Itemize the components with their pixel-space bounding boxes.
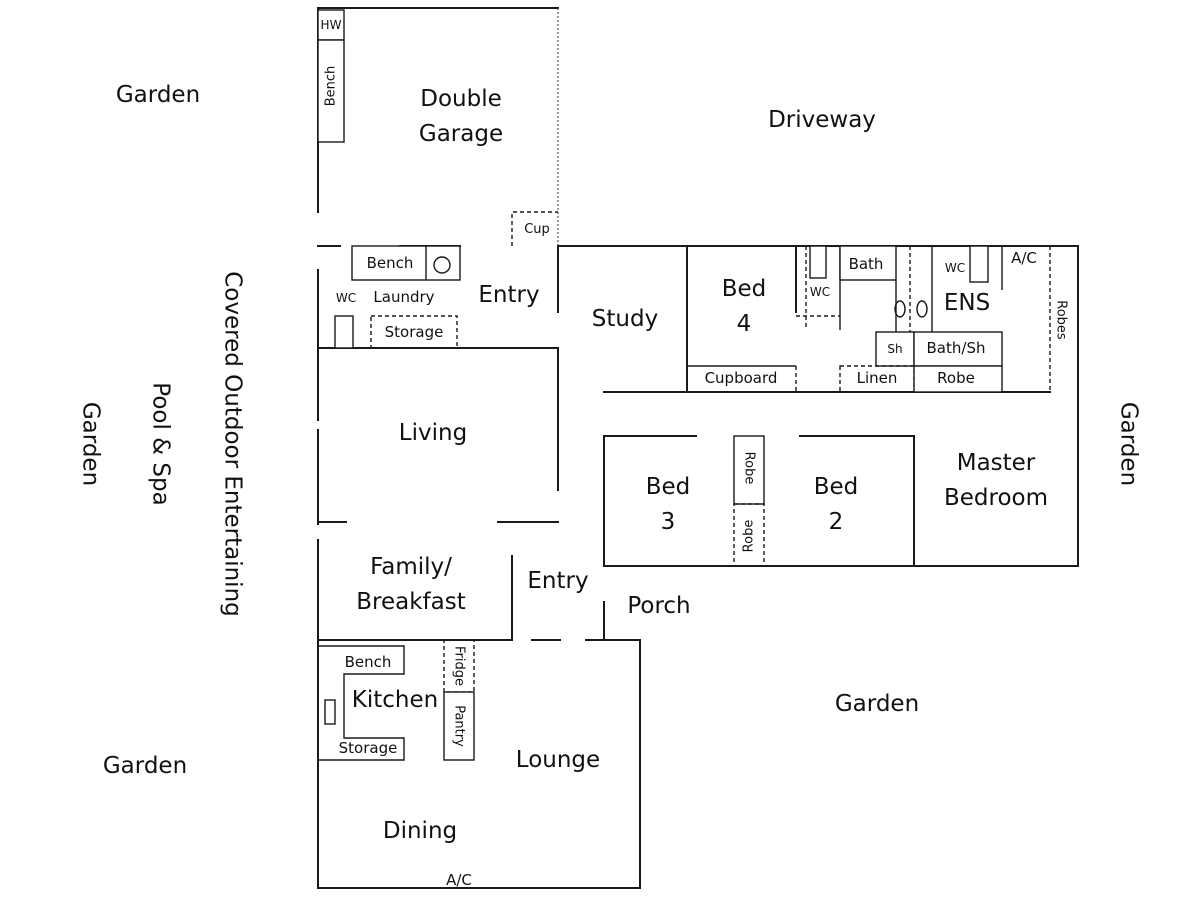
ensuite-toilet-icon bbox=[969, 245, 989, 283]
pantry-label: Pantry bbox=[452, 705, 467, 747]
lounge-label: Lounge bbox=[516, 747, 600, 773]
bed2-label-1: Bed bbox=[814, 474, 859, 500]
cupboard-label: Cup bbox=[524, 222, 550, 237]
pool-spa-label: Pool & Spa bbox=[148, 382, 174, 505]
bath-shower-label: Bath/Sh bbox=[927, 339, 986, 357]
entry-top-label: Entry bbox=[478, 282, 539, 308]
pantry bbox=[443, 691, 475, 761]
shower-label: Sh bbox=[887, 342, 902, 356]
kitchen-label: Kitchen bbox=[352, 687, 438, 713]
garden-right-label: Garden bbox=[1116, 402, 1142, 486]
dining-label: Dining bbox=[383, 818, 457, 844]
kitchen-storage-label: Storage bbox=[339, 739, 398, 757]
bath-label: Bath bbox=[849, 255, 884, 273]
master-bedroom-label-2: Bedroom bbox=[944, 485, 1048, 511]
garage-bench bbox=[317, 39, 345, 143]
entry-bottom-label: Entry bbox=[527, 568, 588, 594]
ensuite-label: ENS bbox=[944, 290, 990, 316]
shower bbox=[875, 331, 915, 367]
wc-mid-label: WC bbox=[810, 285, 830, 299]
ac-bottom-label: A/C bbox=[446, 871, 472, 889]
bathtub bbox=[839, 245, 897, 281]
kitchen-bench-outline bbox=[318, 645, 405, 761]
ensuite-wc-label: WC bbox=[945, 261, 965, 275]
labels: Garden Double Garage HW Bench Cup Drivew… bbox=[78, 18, 1142, 889]
family-label-2: Breakfast bbox=[356, 589, 466, 615]
basin-icon-2 bbox=[916, 300, 928, 318]
fridge-label: Fridge bbox=[452, 646, 467, 686]
laundry-toilet-icon bbox=[334, 315, 354, 349]
living-label: Living bbox=[399, 420, 467, 446]
covered-outdoor-label: Covered Outdoor Entertaining bbox=[220, 271, 246, 617]
garden-bottom-left-label: Garden bbox=[103, 753, 187, 779]
laundry-wc-label: WC bbox=[336, 291, 356, 305]
linen-label: Linen bbox=[857, 369, 898, 387]
bed3-label-1: Bed bbox=[646, 474, 691, 500]
laundry-tub-icon bbox=[433, 256, 451, 274]
hot-water-unit bbox=[317, 9, 345, 41]
ac-top-label: A/C bbox=[1011, 249, 1037, 267]
bed4-label-1: Bed bbox=[722, 276, 767, 302]
family-label-1: Family/ bbox=[370, 554, 452, 580]
hot-water-label: HW bbox=[321, 18, 342, 32]
study-label: Study bbox=[592, 306, 658, 332]
cooktop-icon bbox=[324, 699, 336, 725]
cupboard-outline bbox=[511, 211, 558, 246]
fridge-space bbox=[443, 639, 475, 693]
laundry-storage-label: Storage bbox=[385, 323, 444, 341]
porch-label: Porch bbox=[627, 593, 690, 619]
double-garage-label-2: Garage bbox=[419, 121, 503, 147]
bath-shower bbox=[913, 331, 1003, 367]
robe-upper-label: Robe bbox=[742, 452, 757, 485]
bed4-label-2: 4 bbox=[737, 311, 752, 337]
bed4-cupboard-label: Cupboard bbox=[705, 369, 778, 387]
basin-icon-1 bbox=[894, 300, 906, 318]
bed2-label-2: 2 bbox=[829, 509, 844, 535]
laundry-storage bbox=[370, 315, 458, 349]
garage-bench-label: Bench bbox=[324, 66, 339, 107]
ensuite-robe bbox=[913, 365, 1003, 393]
bed3-label-2: 3 bbox=[661, 509, 676, 535]
ensuite-robe-label: Robe bbox=[937, 369, 975, 387]
garden-left-label: Garden bbox=[78, 402, 104, 486]
double-garage-label-1: Double bbox=[420, 86, 502, 112]
laundry-label: Laundry bbox=[373, 288, 434, 306]
laundry-bench bbox=[351, 245, 461, 281]
laundry-bench-label: Bench bbox=[367, 254, 414, 272]
garden-top-left-label: Garden bbox=[116, 82, 200, 108]
master-robes-label: Robes bbox=[1054, 300, 1069, 340]
garden-bottom-right-label: Garden bbox=[835, 691, 919, 717]
robe-lower-label: Robe bbox=[742, 520, 757, 553]
wc-toilet-icon bbox=[809, 245, 827, 279]
driveway-label: Driveway bbox=[768, 107, 876, 133]
robe-lower bbox=[733, 503, 765, 567]
kitchen-bench-label: Bench bbox=[345, 653, 392, 671]
master-bedroom-label-1: Master bbox=[957, 450, 1036, 476]
